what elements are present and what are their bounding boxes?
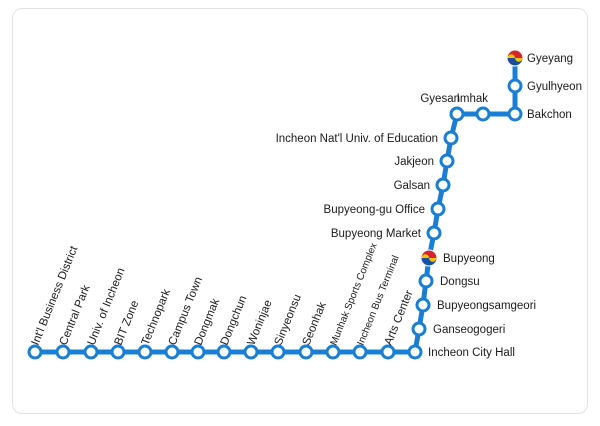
station-woninjae[interactable]: [243, 344, 259, 360]
station-bupyeongsamgeori[interactable]: [415, 297, 431, 313]
station-incheon-bus-terminal[interactable]: [352, 344, 368, 360]
station-central-park[interactable]: [55, 344, 71, 360]
station-label-arts-center: Arts Center: [383, 289, 416, 348]
station-intl-business-district[interactable]: [27, 344, 43, 360]
station-incheon-city-hall[interactable]: [407, 344, 423, 360]
station-label-gyeyang: Gyeyang: [527, 53, 573, 65]
station-arts-center[interactable]: [380, 344, 396, 360]
station-label-imhak: Imhak: [457, 93, 489, 105]
map-card: [12, 8, 588, 414]
station-jakjeon[interactable]: [439, 153, 455, 169]
station-univ-of-incheon[interactable]: [83, 344, 99, 360]
station-dongsu[interactable]: [418, 273, 434, 289]
station-label-bakchon: Bakchon: [527, 109, 572, 121]
station-munhak-sports-complex[interactable]: [325, 344, 341, 360]
station-imhak[interactable]: [475, 106, 491, 122]
station-label-dongchun: Dongchun: [219, 294, 250, 347]
station-label-bit-zone: BIT Zone: [113, 299, 142, 347]
station-ganseogogeri[interactable]: [411, 321, 427, 337]
station-label-seonhak: Seonhak: [301, 300, 329, 347]
station-technopark[interactable]: [137, 344, 153, 360]
station-label-bupyeong-gu-office: Bupyeong-gu Office: [324, 204, 425, 216]
station-bupyeong-gu-office[interactable]: [430, 201, 446, 217]
station-label-bupyeong: Bupyeong: [443, 253, 495, 265]
transfer-station-bupyeong[interactable]: [420, 249, 438, 267]
station-seonhak[interactable]: [298, 344, 314, 360]
station-label-galsan: Galsan: [394, 180, 430, 192]
station-galsan[interactable]: [435, 177, 451, 193]
station-label-dongmak: Dongmak: [193, 297, 223, 347]
station-sinyeonsu[interactable]: [270, 344, 286, 360]
station-label-sinyeonsu: Sinyeonsu: [273, 293, 304, 347]
station-label-gyulhyeon: Gyulhyeon: [527, 81, 582, 93]
station-label-gyesan: Gyesan: [420, 93, 460, 105]
station-gyulhyeon[interactable]: [507, 78, 523, 94]
station-label-bupyeongsamgeori: Bupyeongsamgeori: [437, 300, 536, 312]
station-label-ganseogogeri: Ganseogogeri: [433, 324, 505, 336]
station-dongchun[interactable]: [216, 344, 232, 360]
station-label-woninjae: Woninjae: [246, 298, 275, 347]
station-gyesan[interactable]: [449, 106, 465, 122]
station-bakchon[interactable]: [507, 106, 523, 122]
station-label-bupyeong-market: Bupyeong Market: [331, 228, 422, 240]
station-label-dongsu: Dongsu: [440, 276, 480, 288]
station-label-jakjeon: Jakjeon: [394, 156, 434, 168]
transfer-station-gyeyang[interactable]: [506, 49, 524, 67]
station-campus-town[interactable]: [164, 344, 180, 360]
station-label-incheon-natl-univ-education: Incheon Nat'l Univ. of Education: [276, 133, 438, 145]
station-bupyeong-market[interactable]: [426, 225, 442, 241]
station-dongmak[interactable]: [190, 344, 206, 360]
station-incheon-natl-univ-education[interactable]: [443, 130, 459, 146]
station-bit-zone[interactable]: [110, 344, 126, 360]
station-label-incheon-city-hall: Incheon City Hall: [428, 347, 515, 359]
